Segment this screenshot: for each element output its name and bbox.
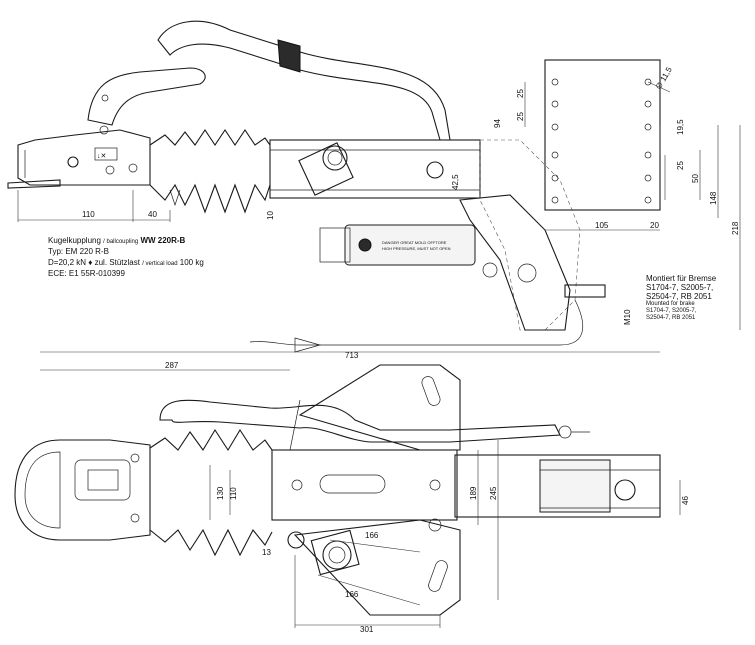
type-line: Typ: EM 220 R-B bbox=[48, 247, 109, 256]
svg-text:↓✕: ↓✕ bbox=[97, 153, 106, 160]
svg-text:46: 46 bbox=[681, 496, 690, 505]
bellows-top bbox=[149, 129, 271, 214]
plan-view: 713 287 bbox=[14, 351, 690, 634]
brake-en-line2: S2504-7, RB 2051 bbox=[646, 315, 696, 321]
handbrake-lever bbox=[157, 20, 451, 141]
electric-socket-plan bbox=[287, 529, 360, 576]
label-en: / ballcoupling bbox=[103, 239, 139, 245]
svg-text:HIGH PRESSURE, MUST NOT OPEN: HIGH PRESSURE, MUST NOT OPEN bbox=[382, 246, 451, 251]
drawbar-plan bbox=[271, 449, 458, 521]
brake-connector bbox=[564, 284, 606, 298]
slot-plan bbox=[319, 474, 386, 494]
svg-text:130: 130 bbox=[216, 486, 225, 500]
side-view: ↓✕ bbox=[7, 20, 661, 353]
svg-text:189: 189 bbox=[469, 486, 478, 500]
bracket-triangle-top bbox=[298, 364, 461, 451]
svg-text:DANGER GREAT MOLD OFFTORE: DANGER GREAT MOLD OFFTORE bbox=[382, 240, 447, 245]
svg-text:13: 13 bbox=[262, 548, 271, 557]
coupling-lever bbox=[87, 67, 206, 126]
bellows-plan bbox=[149, 428, 273, 557]
bolt-circle bbox=[67, 156, 79, 168]
ece-line: ECE: E1 55R-010399 bbox=[48, 269, 125, 278]
coupling-head bbox=[17, 129, 151, 186]
svg-text:50: 50 bbox=[691, 174, 700, 183]
brake-bracket-outline bbox=[479, 139, 581, 331]
svg-text:40: 40 bbox=[148, 210, 157, 219]
bracket-plate bbox=[459, 194, 571, 331]
svg-text:20: 20 bbox=[650, 221, 659, 230]
svg-text:42,5: 42,5 bbox=[451, 174, 460, 190]
svg-text:166: 166 bbox=[365, 531, 379, 540]
brake-en-title: Mounted for brake bbox=[646, 301, 695, 307]
svg-text:287: 287 bbox=[165, 361, 179, 370]
mounting-plate-top bbox=[544, 59, 661, 211]
shock-absorber bbox=[344, 224, 476, 266]
brake-note: Montiert für Bremse S1704-7, S2005-7, S2… bbox=[646, 274, 716, 322]
svg-text:110: 110 bbox=[82, 210, 95, 219]
brake-cable bbox=[249, 299, 584, 346]
svg-text:19,5: 19,5 bbox=[676, 119, 685, 135]
load-line: D=20,2 kN ♦ zul. Stützlast / vertical lo… bbox=[48, 258, 204, 267]
svg-text:25: 25 bbox=[676, 161, 685, 170]
coupling-head-plan bbox=[14, 439, 151, 541]
svg-text:∅ 11,5: ∅ 11,5 bbox=[654, 65, 674, 91]
bullet: ♦ bbox=[88, 258, 93, 267]
mounting-plate-plan bbox=[454, 454, 661, 518]
load-en: / vertical load bbox=[142, 261, 178, 267]
ball-hole bbox=[614, 479, 636, 501]
svg-text:25: 25 bbox=[516, 89, 525, 98]
brake-de-title: Montiert für Bremse bbox=[646, 274, 717, 283]
svg-text:110: 110 bbox=[229, 487, 238, 500]
drawbar-bolt bbox=[426, 161, 444, 179]
handle-plan bbox=[74, 459, 131, 501]
bracket-triangle-bottom bbox=[293, 519, 461, 616]
label-prefix: Kugelkupplung bbox=[48, 236, 101, 245]
brake-de-line1: S1704-7, S2005-7, bbox=[646, 283, 714, 292]
load-de: zul. Stützlast bbox=[94, 258, 140, 267]
svg-text:301: 301 bbox=[360, 625, 374, 634]
handbrake-lever-plan bbox=[159, 399, 561, 443]
lever-grip bbox=[277, 39, 301, 73]
svg-text:94: 94 bbox=[493, 119, 502, 128]
brake-de-line2: S2504-7, RB 2051 bbox=[646, 292, 712, 301]
svg-text:218: 218 bbox=[731, 221, 740, 235]
svg-text:10: 10 bbox=[266, 211, 275, 220]
svg-text:148: 148 bbox=[709, 191, 718, 205]
drawbar-tube bbox=[269, 139, 481, 199]
electric-socket bbox=[298, 142, 354, 196]
svg-text:245: 245 bbox=[489, 486, 498, 500]
brake-en-line1: S1704-7, S2005-7, bbox=[646, 308, 697, 314]
product-label: Kugelkupplung / ballcoupling WW 220R-B bbox=[48, 236, 185, 245]
plate-holes bbox=[551, 78, 652, 204]
svg-text:25: 25 bbox=[516, 112, 525, 121]
svg-text:M10: M10 bbox=[623, 309, 632, 325]
coupling-lip bbox=[7, 179, 61, 189]
svg-text:166: 166 bbox=[345, 590, 359, 599]
load-value: 100 kg bbox=[179, 258, 204, 267]
d-value: D=20,2 kN bbox=[48, 258, 87, 267]
svg-text:105: 105 bbox=[595, 221, 609, 230]
svg-text:713: 713 bbox=[345, 351, 359, 360]
model-name: WW 220R-B bbox=[140, 236, 186, 245]
